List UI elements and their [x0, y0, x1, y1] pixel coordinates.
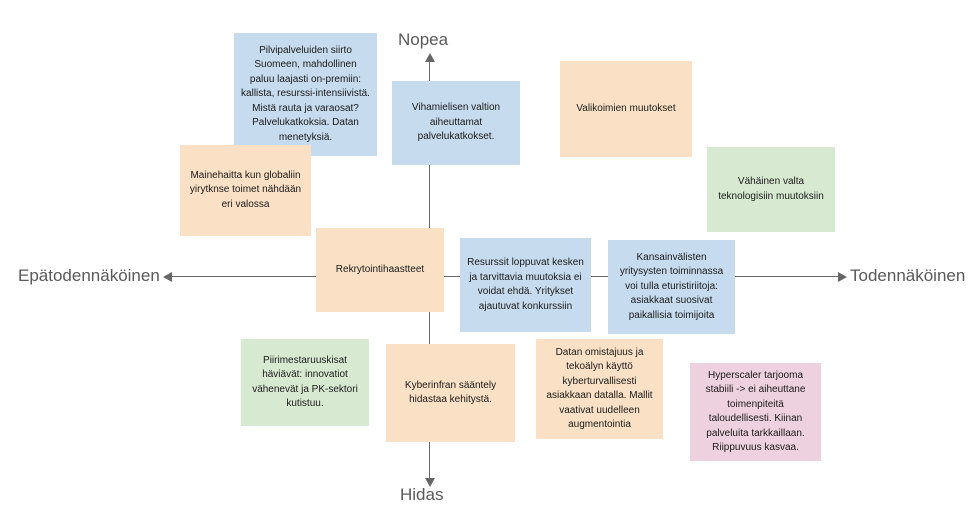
note-portfolio-changes[interactable]: Valikoimien muutokset — [560, 61, 692, 157]
axis-arrow-left — [163, 272, 172, 282]
note-recruitment[interactable]: Rekrytointihaastteet — [316, 228, 444, 312]
note-reputation-harm[interactable]: Mainehaitta kun globaliin yirytknse toim… — [180, 145, 311, 236]
note-hostile-state[interactable]: Vihamielisen valtion aiheuttamat palvelu… — [392, 81, 520, 165]
axis-arrow-up — [425, 53, 435, 62]
note-cyber-regulation[interactable]: Kyberinfran sääntely hidastaa kehitystä. — [386, 344, 515, 442]
note-hyperscaler[interactable]: Hyperscaler tarjooma stabiili -> ei aihe… — [690, 363, 821, 461]
axis-label-left: Epätodennäköinen — [18, 266, 160, 285]
axis-label-bottom: Hidas — [400, 485, 444, 504]
note-international-conflict[interactable]: Kansainvälisten yritysysten toiminnassa … — [608, 240, 735, 334]
note-resources-run-out[interactable]: Resurssit loppuvat kesken ja tarvittavia… — [460, 238, 591, 332]
axis-arrow-down — [425, 478, 435, 487]
note-cloud-migration[interactable]: Pilvipalveluiden siirto Suomeen, mahdoll… — [234, 33, 377, 156]
note-data-ownership[interactable]: Datan omistajuus ja tekoälyn käyttö kybe… — [536, 339, 663, 439]
axis-arrow-right — [838, 272, 847, 282]
axis-label-right: Todennäköinen — [850, 266, 966, 285]
note-innovation-decline[interactable]: Piirimestaruuskisat häviävät: innovatiot… — [241, 339, 369, 426]
note-low-tech-power[interactable]: Vähäinen valta teknologisiin muutoksiin — [707, 147, 835, 232]
axis-label-top: Nopea — [398, 30, 449, 49]
